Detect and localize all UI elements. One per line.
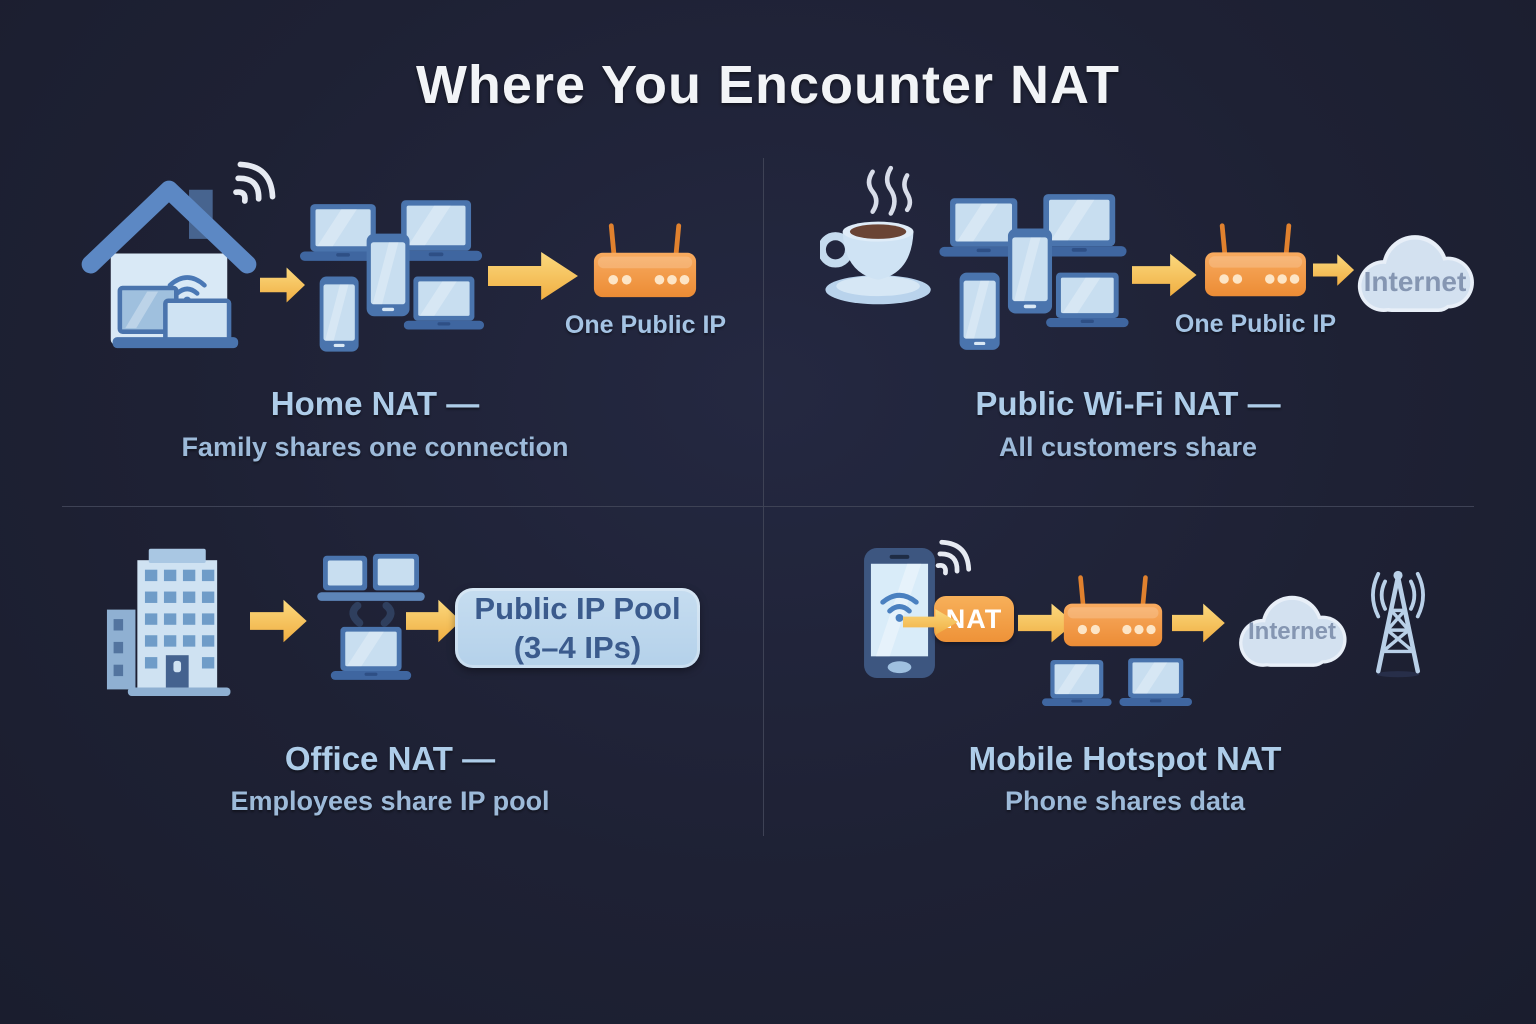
arrow-right-icon [1172,602,1226,644]
arrow-right-icon [250,598,308,644]
quadrant-heading: Public Wi-Fi NAT — [975,385,1281,422]
office-building-icon [106,548,231,697]
page-title: Where You Encounter NAT [415,55,1121,115]
cloud-label: Internet [1363,266,1467,297]
coffee-cup-icon [820,165,931,305]
router-icon [592,220,698,301]
arrow-right-icon [1132,252,1198,298]
quadrant-subtext: Employees share IP pool [230,786,550,816]
router-caption: One Public IP [1174,310,1337,338]
laptops-icon [1042,658,1192,707]
divider-vertical [763,158,764,836]
nat-badge-label: NAT [945,603,1003,634]
quadrant-heading: Office NAT — [284,740,496,777]
devices-cluster-icon [300,200,485,352]
router-icon [1062,572,1164,650]
router-icon [1203,220,1308,300]
quadrant-heading: Home NAT — [270,385,480,422]
quadrant-subtext: All customers share [998,432,1258,462]
router-caption: One Public IP [564,311,727,339]
devices-cluster-icon [939,194,1129,350]
house-wifi-icon [81,180,257,349]
cell-tower-icon [1371,570,1425,678]
pool-box-line1: Public IP Pool [474,591,681,626]
arrow-right-icon [488,250,580,302]
office-devices-icon [317,553,425,680]
quadrant-heading: Mobile Hotspot NAT [968,740,1282,777]
smartphone-icon [864,548,935,678]
arrow-right-icon [903,608,959,636]
quadrant-subtext: Phone shares data [1004,786,1246,816]
arrow-right-icon [406,598,462,644]
pool-box-line2: (3–4 IPs) [513,630,642,665]
quadrant-subtext: Family shares one connection [181,432,569,462]
public-ip-pool-box: Public IP Pool (3–4 IPs) [455,588,700,668]
cloud-label: Internet [1247,618,1336,645]
divider-horizontal [62,506,1474,507]
